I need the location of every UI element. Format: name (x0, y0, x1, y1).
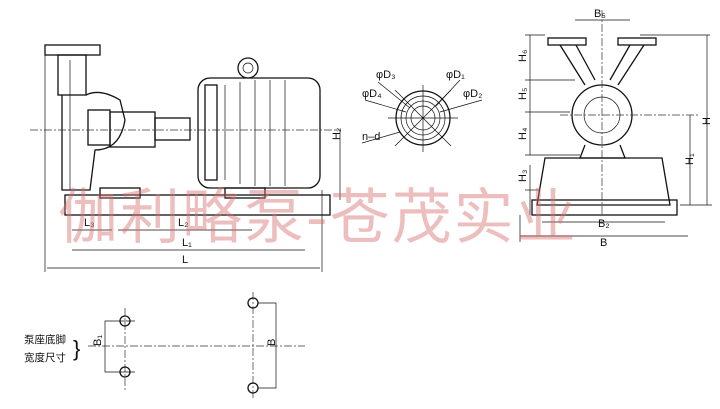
motor (197, 57, 321, 189)
svg-text:n–d: n–d (362, 131, 380, 143)
svg-text:B: B (600, 237, 607, 249)
svg-text:宽度尺寸: 宽度尺寸 (24, 351, 66, 364)
foot-width-view: B₁ B 泵座底脚 宽度尺寸 } (24, 292, 305, 400)
svg-text:B: B (266, 339, 278, 346)
base-frame (64, 187, 331, 216)
svg-text:H: H (701, 117, 713, 125)
svg-text:H₅: H₅ (517, 88, 529, 100)
dimension-H2: H₂ (331, 128, 343, 200)
svg-text:L₁: L₁ (182, 237, 192, 249)
dimension-L3: L₃ (72, 217, 112, 231)
svg-text:H₂: H₂ (331, 128, 343, 140)
svg-text:L₂: L₂ (178, 217, 188, 229)
svg-text:L₃: L₃ (84, 217, 95, 229)
svg-text:H₁: H₁ (684, 153, 696, 165)
side-view: L₃ L₂ L₁ L H₂ (30, 44, 343, 272)
svg-text:φD₃: φD₃ (376, 69, 396, 81)
dimension-B: B (519, 215, 688, 249)
dimension-B2: B₂ (542, 218, 665, 230)
svg-text:H₃: H₃ (517, 170, 529, 182)
svg-text:B₁: B₁ (92, 335, 104, 346)
svg-text:L: L (182, 254, 188, 266)
flange-view: φD₃ φD₁ φD₄ φD₂ n–d (361, 69, 482, 152)
svg-text:H₆: H₆ (517, 50, 529, 62)
brace-icon: } (73, 336, 80, 361)
svg-text:φD₂: φD₂ (463, 88, 482, 100)
dimension-L2: L₂ (118, 217, 252, 231)
svg-text:H₄: H₄ (517, 127, 529, 140)
svg-text:φD₁: φD₁ (446, 69, 465, 81)
watermark: 伽利略泵-苍茂实业 (58, 183, 578, 253)
dimension-B5: B₅ (575, 8, 630, 21)
svg-text:泵座底脚: 泵座底脚 (24, 333, 66, 346)
svg-text:φD₄: φD₄ (362, 88, 382, 100)
svg-text:B₅: B₅ (594, 8, 606, 20)
pump-body (44, 44, 191, 191)
svg-text:B₂: B₂ (598, 218, 610, 230)
dimension-L: L (44, 50, 323, 272)
dimension-L1: L₁ (72, 237, 305, 251)
end-view: B₅ H₆ H₅ H₄ H₃ H H₁ B₂ B (517, 8, 713, 249)
